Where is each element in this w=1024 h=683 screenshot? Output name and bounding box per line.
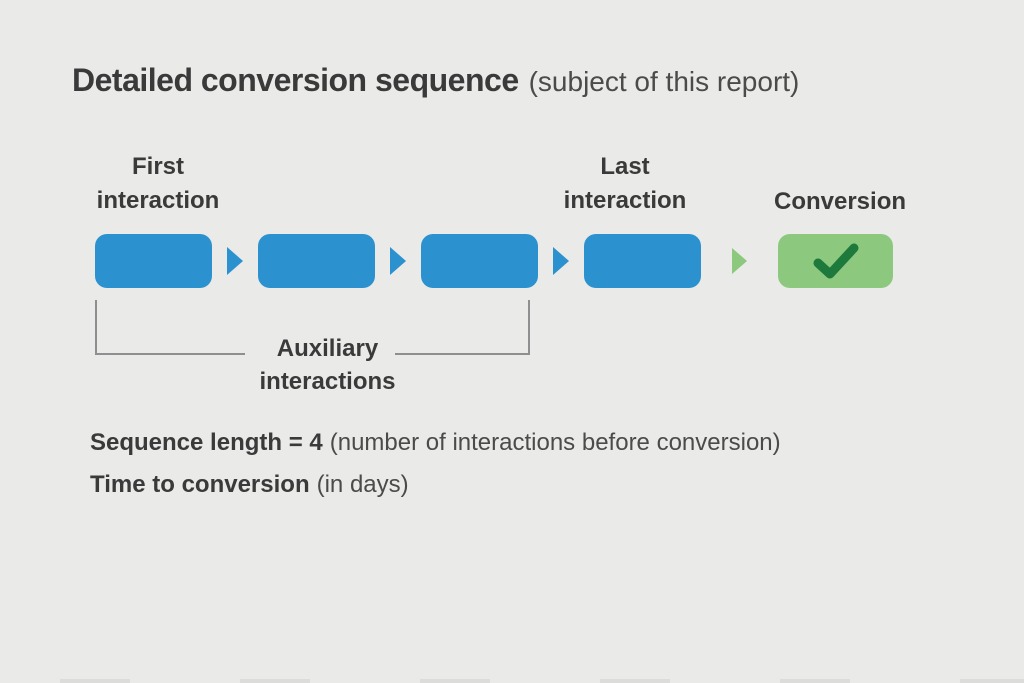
bracket-right-line <box>528 300 530 355</box>
label-first-interaction-line1: First <box>131 153 184 180</box>
label-conversion: Conversion <box>773 188 907 215</box>
bracket-bottom-right-line <box>395 353 530 355</box>
arrow-right-icon <box>732 248 747 274</box>
note-time-to-conversion: Time to conversion(in days) <box>90 471 409 499</box>
cropped-bottom-text-artifact <box>0 679 1024 683</box>
interaction-box-1 <box>95 234 212 288</box>
interaction-box-4 <box>584 234 701 288</box>
label-last-interaction-line2: interaction <box>563 187 687 214</box>
note-sequence-length-detail: (number of interactions before conversio… <box>329 429 781 456</box>
arrow-right-icon <box>227 247 243 275</box>
bracket-left-line <box>95 300 97 355</box>
interaction-row <box>95 233 893 289</box>
page-title-subtitle: (subject of this report) <box>528 66 800 97</box>
arrow-right-icon <box>553 247 569 275</box>
page-title-main: Detailed conversion sequence <box>72 62 519 98</box>
interaction-box-3 <box>421 234 538 288</box>
arrow-right-icon <box>390 247 406 275</box>
note-sequence-length-value: Sequence length = 4 <box>90 429 323 456</box>
label-first-interaction: First interaction <box>78 150 238 218</box>
label-auxiliary-line2: interactions <box>259 368 396 395</box>
label-last-interaction-line1: Last <box>600 153 650 180</box>
label-auxiliary-interactions: Auxiliary interactions <box>240 332 415 398</box>
conversion-box <box>778 234 893 288</box>
note-time-to-conversion-detail: (in days) <box>316 471 409 498</box>
page-title: Detailed conversion sequence (subject of … <box>72 62 799 99</box>
checkmark-icon <box>809 240 863 282</box>
label-auxiliary-line1: Auxiliary <box>276 335 379 362</box>
note-time-to-conversion-value: Time to conversion <box>90 471 310 498</box>
label-last-interaction: Last interaction <box>545 150 705 218</box>
note-sequence-length: Sequence length = 4(number of interactio… <box>90 429 781 457</box>
label-first-interaction-line2: interaction <box>96 187 220 214</box>
bracket-bottom-left-line <box>95 353 245 355</box>
interaction-box-2 <box>258 234 375 288</box>
